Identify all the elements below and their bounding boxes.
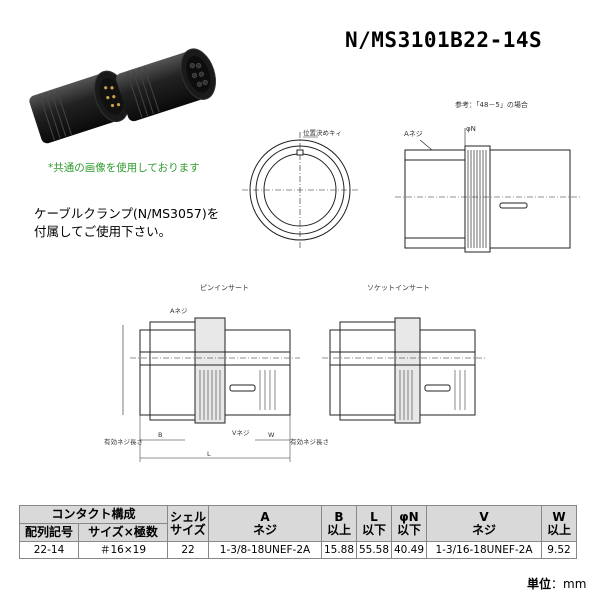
side-view-top (395, 128, 580, 253)
header-size-poles: サイズ×極数 (78, 523, 168, 542)
cable-clamp-note: ケーブルクランプ(N/MS3057)を 付属してご使用下さい。 (34, 205, 219, 241)
dim-b-label: B (158, 431, 163, 439)
cell-l: 55.58 (356, 541, 392, 559)
key-position-label: 位置決めキィ (303, 129, 342, 137)
cell-code: 22-14 (19, 541, 79, 559)
photo-note: *共通の画像を使用しております (48, 162, 200, 174)
cell-n: 40.49 (391, 541, 427, 559)
cell-b: 15.88 (321, 541, 357, 559)
technical-drawings (122, 128, 580, 462)
socket-insert-section (322, 317, 485, 424)
table-row: 22-14 ＃16×19 22 1-3/8-18UNEF-2A 15.88 55… (19, 541, 577, 559)
header-code: 配列記号 (19, 523, 79, 542)
header-contact-config: コンタクト構成 (19, 505, 168, 524)
dim-l-label: L (207, 450, 211, 458)
v-thread-label: Vネジ (232, 429, 250, 437)
phi-n-label: φN (466, 125, 476, 133)
cell-shell: 22 (167, 541, 209, 559)
clamp-note-line-1: ケーブルクランプ(N/MS3057)を (34, 206, 220, 221)
cell-w: 9.52 (541, 541, 577, 559)
dim-w-label: W (268, 431, 275, 439)
effective-thread-label-left: 有効ネジ長さ (104, 438, 143, 446)
clamp-note-line-2: 付属してご使用下さい。 (34, 224, 172, 239)
page-title: N/MS3101B22-14S (345, 28, 543, 52)
cell-a: 1-3/8-18UNEF-2A (208, 541, 322, 559)
socket-insert-label: ソケットインサート (367, 284, 430, 292)
a-thread-label-section: Aネジ (170, 307, 188, 315)
a-thread-label-top: Aネジ (404, 130, 423, 138)
unit-label: 単位：mm (527, 577, 587, 591)
front-view (242, 132, 358, 248)
cell-size-poles: ＃16×19 (78, 541, 168, 559)
reference-label: 参考：「48－5」の場合 (455, 101, 528, 109)
product-photo (25, 35, 220, 153)
effective-thread-label-right: 有効ネジ長さ (290, 438, 329, 446)
table-header-row-2: 配列記号 サイズ×極数 (19, 523, 577, 542)
pin-insert-section (122, 317, 300, 462)
header-shell-size: シェルサイズ (167, 505, 209, 542)
pin-insert-label: ピンインサート (200, 284, 249, 292)
cell-v: 1-3/16-18UNEF-2A (426, 541, 542, 559)
